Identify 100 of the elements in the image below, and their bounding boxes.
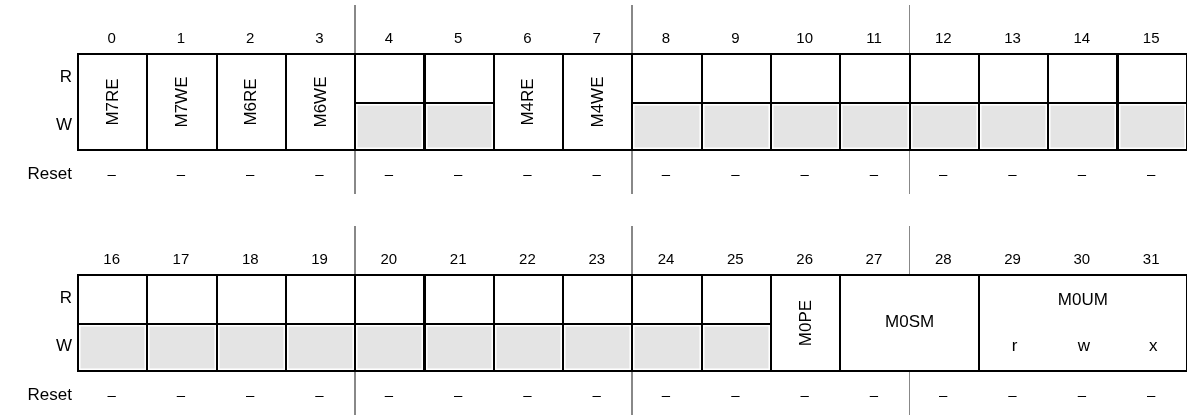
reset-value: – <box>106 165 117 183</box>
reset-value: – <box>314 386 325 404</box>
bit-number: 2 <box>245 29 256 47</box>
bit-number: 15 <box>1141 29 1161 47</box>
bit-number: 16 <box>102 250 121 268</box>
subfield-name: w <box>1076 336 1091 356</box>
reset-value: – <box>660 386 672 404</box>
field-name: M4WE <box>587 76 608 128</box>
register-field-cell <box>77 53 149 151</box>
bit-number: 8 <box>660 29 672 47</box>
reset-value: – <box>730 165 741 183</box>
bit-number: 25 <box>726 250 745 268</box>
bit-number: 17 <box>171 250 191 268</box>
row-label: Reset <box>27 165 72 183</box>
reserved-bit-cell <box>631 274 703 372</box>
bit-number: 10 <box>795 29 814 47</box>
reserved-bit-cell <box>423 274 495 372</box>
bit-number: 20 <box>379 250 399 268</box>
reset-value: – <box>383 165 394 183</box>
reset-value: – <box>1076 386 1087 404</box>
reset-value: – <box>383 386 394 404</box>
bit-number: 3 <box>314 29 325 47</box>
bit-number: 5 <box>452 29 464 47</box>
bit-number: 0 <box>106 29 117 47</box>
reset-value: – <box>799 165 810 183</box>
reset-value: – <box>245 165 256 183</box>
bit-number: 30 <box>1072 250 1092 268</box>
bit-number: 11 <box>865 29 883 47</box>
reset-value: – <box>314 165 325 183</box>
reserved-bit-cell <box>770 53 842 151</box>
row-label: W <box>55 116 72 134</box>
reset-value: – <box>522 165 533 183</box>
field-name: M0SM <box>884 312 936 332</box>
reset-value: – <box>591 165 602 183</box>
reset-value: – <box>938 165 949 183</box>
bit-number: 19 <box>310 250 329 268</box>
reserved-bit-cell <box>215 274 287 372</box>
bit-number: 1 <box>175 29 187 47</box>
field-name: M4RE <box>518 78 539 126</box>
register-field-cell <box>839 274 980 372</box>
reset-value: – <box>245 386 256 404</box>
bit-number: 4 <box>383 29 394 47</box>
register-field-cell <box>977 274 1187 372</box>
row-label: R <box>59 68 72 86</box>
bit-number: 21 <box>448 250 468 268</box>
reset-value: – <box>452 165 464 183</box>
reset-value: – <box>868 165 880 183</box>
reserved-bit-cell <box>1047 53 1119 151</box>
reset-value: – <box>799 386 810 404</box>
reserved-bit-cell <box>631 53 703 151</box>
field-name: M0UM <box>1056 290 1109 310</box>
reset-value: – <box>1076 165 1087 183</box>
row-label: Reset <box>27 386 72 404</box>
subfield-name: x <box>1147 336 1159 356</box>
reset-value: – <box>938 386 949 404</box>
reserved-bit-cell <box>146 274 218 372</box>
bit-number: 9 <box>730 29 741 47</box>
reset-value: – <box>1145 165 1157 183</box>
reserved-bit-cell <box>354 274 426 372</box>
reset-value: – <box>106 386 117 404</box>
register-field-cell <box>562 53 634 151</box>
row-label: W <box>55 337 72 355</box>
bit-number: 28 <box>933 250 953 268</box>
field-name: M7WE <box>171 76 192 128</box>
reserved-bit-cell <box>700 274 772 372</box>
register-field-cell <box>146 53 218 151</box>
bit-number: 12 <box>933 29 953 47</box>
reserved-bit-cell <box>492 274 565 372</box>
reset-value: – <box>175 386 187 404</box>
bit-number: 26 <box>795 250 814 268</box>
reserved-bit-cell <box>908 53 980 151</box>
reset-value: – <box>1145 386 1157 404</box>
register-field-cell <box>770 274 842 372</box>
subfield-name: r <box>1010 336 1019 356</box>
row-label: R <box>59 289 72 307</box>
register-field-cell <box>492 53 565 151</box>
register-field-cell <box>284 53 357 151</box>
reset-value: – <box>591 386 602 404</box>
reserved-bit-cell <box>562 274 634 372</box>
reset-value: – <box>868 386 880 404</box>
bit-number: 22 <box>518 250 537 268</box>
bit-number: 27 <box>864 250 884 268</box>
field-name: M7RE <box>102 78 123 126</box>
bit-number: 24 <box>656 250 676 268</box>
reserved-bit-cell <box>284 274 357 372</box>
bit-number: 14 <box>1072 29 1092 47</box>
reserved-bit-cell <box>77 274 149 372</box>
field-name: M6RE <box>241 78 262 126</box>
reserved-bit-cell <box>977 53 1050 151</box>
reset-value: – <box>730 386 741 404</box>
field-name: M6WE <box>310 76 331 128</box>
bit-number: 29 <box>1003 250 1022 268</box>
bit-number: 6 <box>522 29 533 47</box>
register-field-cell <box>215 53 287 151</box>
reset-value: – <box>522 386 533 404</box>
reserved-bit-cell <box>1116 53 1187 151</box>
bit-number: 7 <box>591 29 602 47</box>
reset-value: – <box>175 165 187 183</box>
reset-value: – <box>660 165 672 183</box>
bit-number: 13 <box>1003 29 1022 47</box>
